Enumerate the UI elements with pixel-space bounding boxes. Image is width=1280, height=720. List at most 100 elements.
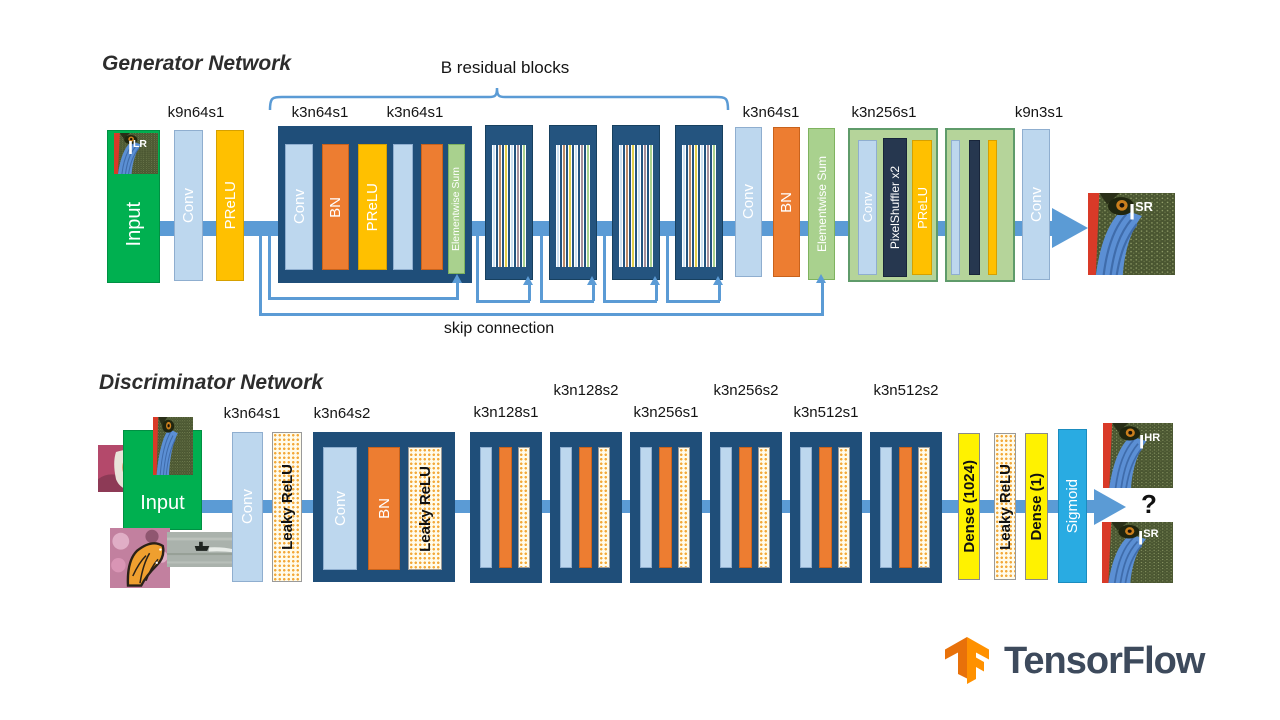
residual-mini-stripes-3 — [619, 145, 653, 267]
gen-output-image-caption-sup: SR — [1135, 199, 1153, 214]
post-elementwise-sum-label: Elementwise Sum — [814, 155, 829, 253]
disc-stage2-bn-bar — [579, 447, 592, 568]
mini-skip2-left — [540, 235, 543, 301]
disc-output-image-hr — [1103, 423, 1173, 488]
res-elementwise-sum-bar: Elementwise Sum — [448, 144, 465, 274]
upsample2-conv-bar — [951, 140, 960, 275]
res-prelu-bar: PReLU — [358, 144, 387, 270]
disc-stage5-leaky-bar — [838, 447, 850, 568]
mini-skip1-left — [476, 235, 479, 301]
disc-stage6-bn-bar — [899, 447, 912, 568]
disc-stage1-bn-bar — [499, 447, 512, 568]
disc-label-k3n128s2: k3n128s2 — [553, 382, 619, 399]
gen-output-conv-bar: Conv — [1022, 129, 1050, 280]
mini-skip1-right — [528, 285, 531, 301]
residual-brace-label: B residual blocks — [440, 58, 570, 77]
disc-stage5-conv-bar — [800, 447, 812, 568]
disc-output-hr-caption: IHR — [1139, 432, 1160, 454]
res-skip-right-leg — [456, 283, 459, 298]
disc-b1-conv-bar: Conv — [323, 447, 357, 570]
residual-mini-stripes-4 — [682, 145, 716, 267]
disc-stage3-leaky-bar — [678, 447, 690, 568]
sigmoid-label: Sigmoid — [1064, 478, 1081, 534]
disc-leaky1-label: Leaky ReLU — [278, 464, 296, 550]
disc-leaky1-bar: Leaky ReLU — [272, 432, 302, 582]
dense-1024-bar: Dense (1024) — [958, 433, 980, 580]
gen-label-k9n64s1: k9n64s1 — [167, 104, 225, 121]
disc-leaky-final-bar: Leaky ReLU — [994, 433, 1016, 580]
mini-skip1-arrowhead — [523, 276, 533, 285]
mini-skip1-bottom — [476, 300, 530, 303]
residual-mini-stripes-1 — [492, 145, 526, 267]
disc-b1-conv-label: Conv — [331, 490, 349, 527]
generator-title: Generator Network — [102, 52, 292, 75]
tensorflow-logo-icon — [945, 637, 989, 684]
res-elementwise-sum-label: Elementwise Sum — [450, 166, 463, 252]
upsample2-pixelshuffler-bar — [969, 140, 980, 275]
gen-label-post-k3n64s1: k3n64s1 — [742, 104, 800, 121]
disc-stage3-bn-bar — [659, 447, 672, 568]
discriminator-output-arrow — [1094, 489, 1126, 525]
gen-label-res-k3n64s1-b: k3n64s1 — [386, 104, 444, 121]
upsample-prelu-label: PReLU — [914, 186, 930, 229]
upsample-conv-bar: Conv — [858, 140, 877, 275]
gen-prelu1-label: PReLU — [221, 181, 239, 230]
skip-connection-label: skip connection — [443, 320, 555, 337]
res-conv2-bar — [393, 144, 413, 270]
mini-skip4-arrowhead — [713, 276, 723, 285]
mini-skip2-arrowhead — [587, 276, 597, 285]
disc-label-k3n256s1: k3n256s1 — [633, 404, 699, 421]
mini-skip3-right — [655, 285, 658, 301]
disc-stage5-bn-bar — [819, 447, 832, 568]
disc-b1-bn-label: BN — [375, 498, 393, 519]
mini-skip3-arrowhead — [650, 276, 660, 285]
disc-label-k3n256s2: k3n256s2 — [713, 382, 779, 399]
disc-b1-bn-bar: BN — [368, 447, 400, 570]
upsample-conv-label: Conv — [860, 192, 875, 223]
disc-stage1-conv-bar — [480, 447, 492, 568]
sigmoid-bar: Sigmoid — [1058, 429, 1087, 583]
disc-label-k3n512s1: k3n512s1 — [793, 404, 859, 421]
gen-conv1-label: Conv — [180, 187, 197, 224]
gen-output-image-caption: ISR — [1129, 199, 1153, 223]
disc-stage2-conv-bar — [560, 447, 572, 568]
disc-input-image-boat — [167, 532, 240, 567]
disc-stage4-bn-bar — [739, 447, 752, 568]
res-prelu-label: PReLU — [364, 182, 381, 232]
disc-output-hr-i: I — [1139, 432, 1145, 454]
mini-skip4-bottom — [666, 300, 720, 303]
disc-conv1-bar: Conv — [232, 432, 263, 582]
disc-stage4-leaky-bar — [758, 447, 770, 568]
residual-mini-stripes-2 — [556, 145, 590, 267]
gen-input-image-caption-sup: LR — [133, 139, 147, 150]
disc-stage6-leaky-bar — [918, 447, 930, 568]
res-skip-bottom — [268, 297, 459, 300]
dense-1-bar: Dense (1) — [1025, 433, 1048, 580]
discriminator-title: Discriminator Network — [99, 371, 324, 394]
pixelshuffler-label: PixelShuffler x2 — [888, 165, 902, 250]
disc-leaky-final-label: Leaky ReLU — [996, 463, 1014, 550]
disc-conv1-label: Conv — [239, 489, 256, 525]
gen-prelu1-bar: PReLU — [216, 130, 244, 281]
outer-skip-bottom — [259, 313, 824, 316]
disc-label-k3n128s1: k3n128s1 — [473, 404, 539, 421]
disc-input-image-baboon — [153, 417, 193, 475]
dense-1024-label: Dense (1024) — [960, 460, 978, 553]
disc-stage4-conv-bar — [720, 447, 732, 568]
outer-skip-left-leg — [259, 235, 262, 315]
mini-skip4-left — [666, 235, 669, 301]
res-skip-left-leg — [268, 235, 271, 297]
disc-output-sr-caption: ISR — [1138, 528, 1159, 548]
disc-label-k3n64s2: k3n64s2 — [313, 405, 371, 422]
gen-input-image-caption: ILR — [128, 139, 147, 157]
disc-b1-leaky-bar: Leaky ReLU — [408, 447, 442, 570]
res-conv-bar: Conv — [285, 144, 313, 270]
mini-skip3-bottom — [603, 300, 657, 303]
disc-input-label: Input — [140, 492, 185, 514]
outer-skip-right-leg — [821, 283, 824, 314]
mini-skip3-left — [603, 235, 606, 301]
mini-skip4-right — [718, 285, 721, 301]
gen-output-conv-label: Conv — [1027, 186, 1045, 223]
res-bn-label: BN — [327, 196, 344, 218]
